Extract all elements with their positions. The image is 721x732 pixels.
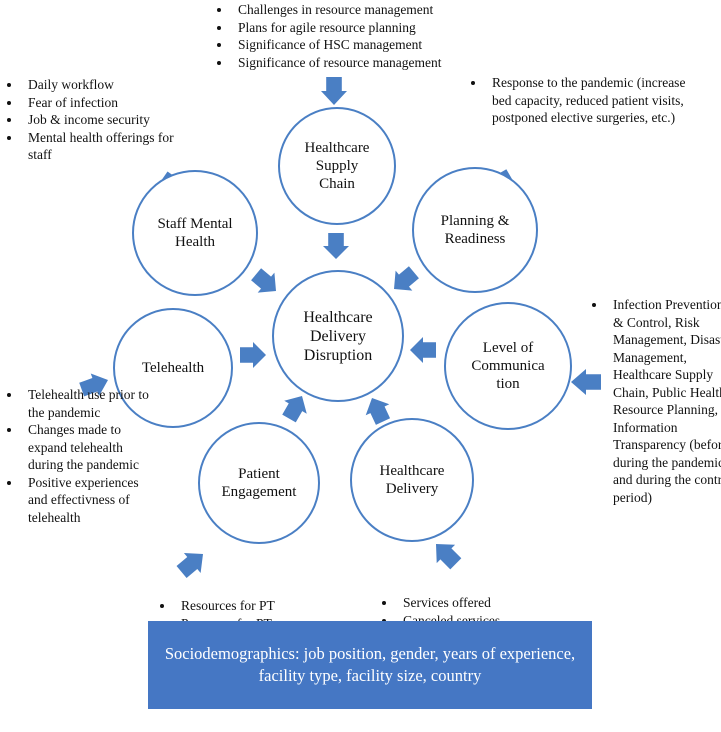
- notes-communication: Infection Prevention & Control, Risk Man…: [591, 296, 721, 506]
- node-label-healthcare-delivery: Healthcare Delivery: [379, 463, 445, 497]
- arrow-communication-to-center: [410, 337, 436, 363]
- node-patient-engagement: Patient Engagement: [198, 422, 320, 544]
- node-label-level-of-communication: Level of Communica tion: [471, 340, 545, 392]
- node-telehealth: Telehealth: [113, 308, 233, 428]
- node-label-patient-engagement: Patient Engagement: [221, 466, 297, 500]
- list-item: Daily workflow: [22, 76, 197, 94]
- list-item: Fear of infection: [22, 94, 197, 112]
- node-label-planning-readiness: Planning & Readiness: [440, 213, 510, 247]
- arrow-telehealth-to-center: [240, 342, 266, 368]
- notes-mental-health: Daily workflow Fear of infection Job & i…: [6, 76, 197, 164]
- node-label-telehealth: Telehealth: [141, 360, 205, 376]
- list-item: Challenges in resource management: [232, 1, 532, 19]
- list-item: Services offered: [397, 594, 567, 612]
- list-item: Plans for agile resource planning: [232, 19, 532, 37]
- list-item: Mental health offerings for staff: [22, 129, 197, 164]
- notes-telehealth: Telehealth use prior to the pandemic Cha…: [6, 386, 150, 526]
- arrow-engagement-to-center: [282, 396, 307, 423]
- sociodemographics-line-2: facility type, facility size, country: [258, 666, 482, 685]
- arrow-into-delivery: [436, 544, 462, 570]
- list-item: Resources for PT: [175, 597, 345, 615]
- arrow-delivery-to-center: [365, 398, 391, 425]
- notes-supply-chain: Challenges in resource management Plans …: [216, 1, 532, 71]
- arrow-into-engagement: [176, 553, 203, 578]
- arrow-supply-to-center: [323, 233, 349, 259]
- sociodemographics-box: Sociodemographics: job position, gender,…: [148, 621, 592, 709]
- notes-planning: Response to the pandemic (increase bed c…: [470, 74, 691, 127]
- list-item: Response to the pandemic (increase bed c…: [486, 74, 691, 127]
- list-item: Job & income security: [22, 111, 197, 129]
- node-healthcare-delivery-disruption: Healthcare Delivery Disruption: [272, 270, 404, 402]
- node-healthcare-supply-chain: Healthcare Supply Chain: [278, 107, 396, 225]
- node-label-healthcare-delivery-disruption: Healthcare Delivery Disruption: [303, 308, 373, 364]
- arrow-into-telehealth: [79, 373, 108, 397]
- list-item: Changes made to expand telehealth during…: [22, 421, 150, 474]
- sociodemographics-line-1: Sociodemographics: job position, gender,…: [164, 644, 576, 663]
- node-level-of-communication: Level of Communica tion: [444, 302, 572, 430]
- list-item: Telehealth use prior to the pandemic: [22, 386, 150, 421]
- node-planning-readiness: Planning & Readiness: [412, 167, 538, 293]
- list-item: Significance of HSC management: [232, 36, 532, 54]
- node-label-staff-mental-health: Staff Mental Health: [157, 216, 233, 250]
- arrow-mental-to-center: [251, 268, 276, 293]
- arrow-into-supply-chain: [321, 77, 347, 105]
- arrow-planning-to-center: [394, 266, 419, 291]
- list-item: Positive experiences and effectivness of…: [22, 474, 150, 527]
- node-healthcare-delivery: Healthcare Delivery: [350, 418, 474, 542]
- list-item: Significance of resource management: [232, 54, 532, 72]
- node-staff-mental-health: Staff Mental Health: [132, 170, 258, 296]
- node-label-healthcare-supply-chain: Healthcare Supply Chain: [304, 140, 370, 192]
- list-item: Infection Prevention & Control, Risk Man…: [607, 296, 721, 506]
- arrow-into-communication: [571, 369, 601, 395]
